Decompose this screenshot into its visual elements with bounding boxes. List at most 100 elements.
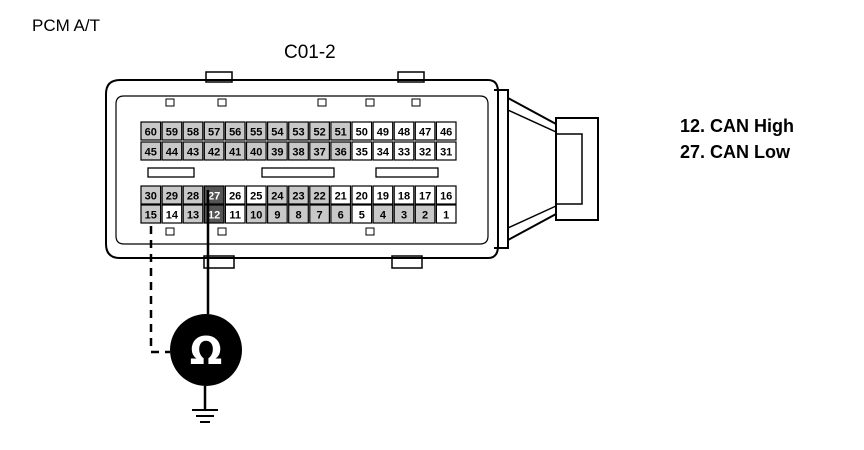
pin-4: 4 (372, 204, 394, 224)
pin-49: 49 (372, 121, 394, 141)
pin-label: 25 (250, 191, 262, 203)
pin-23: 23 (288, 185, 309, 205)
pin-28: 28 (182, 185, 204, 205)
pin-34: 34 (372, 141, 394, 161)
pin-14: 14 (161, 204, 183, 224)
connector-shroud (494, 89, 599, 249)
pin-cell (245, 141, 267, 161)
pin-cell (309, 141, 330, 161)
pin-label: 22 (313, 191, 325, 203)
pin-cell (351, 141, 373, 161)
probe-wires (149, 190, 218, 423)
pin-26: 26 (224, 185, 246, 205)
pin-label: 14 (166, 210, 179, 222)
pin-cell (224, 204, 246, 224)
legend-item-can-high: 12. CAN High (680, 116, 794, 137)
pin-cell (414, 204, 436, 224)
pin-39: 39 (267, 141, 288, 161)
pin-cell (288, 204, 309, 224)
legend-pin-number: 12. (680, 116, 706, 136)
pin-24: 24 (267, 185, 288, 205)
pin-cell (140, 204, 162, 224)
pin-cell (288, 121, 309, 141)
pin-label: 50 (356, 127, 368, 139)
pin-2: 2 (414, 204, 436, 224)
pin-13: 13 (182, 204, 204, 224)
pin-42: 42 (203, 141, 225, 161)
pin-label: 19 (377, 191, 389, 203)
pin-label: 51 (335, 127, 347, 139)
page-title: PCM A/T (32, 16, 101, 35)
pin-cell (161, 141, 183, 161)
pin-label: 55 (250, 127, 262, 139)
pin-40: 40 (245, 141, 267, 161)
pin-label: 7 (317, 210, 323, 222)
pin-cell (393, 141, 415, 161)
pin-label: 52 (313, 127, 325, 139)
pin-cell (309, 185, 330, 205)
pin-label: 29 (166, 191, 178, 203)
pin-cell (182, 121, 204, 141)
pin-36: 36 (330, 141, 352, 161)
pin-48: 48 (393, 121, 415, 141)
pin-56: 56 (224, 121, 246, 141)
pin-label: 36 (335, 147, 347, 159)
pin-label: 6 (338, 210, 344, 222)
pin-label: 24 (271, 191, 284, 203)
pin-label: 10 (250, 210, 262, 222)
legend-pin-number: 27. (680, 142, 706, 162)
pin-cell (267, 121, 288, 141)
pin-59: 59 (161, 121, 183, 141)
pin-cell (203, 141, 225, 161)
pin-32: 32 (414, 141, 436, 161)
pin-cell (435, 141, 457, 161)
pin-label: 60 (145, 127, 157, 139)
pin-label: 37 (313, 147, 325, 159)
pin-cell (224, 141, 246, 161)
pin-25: 25 (245, 185, 267, 205)
pin-cell (330, 185, 352, 205)
pin-cell (330, 141, 352, 161)
pin-cell (288, 185, 309, 205)
pin-label: 33 (398, 147, 410, 159)
pin-label: 20 (356, 191, 368, 203)
pin-58: 58 (182, 121, 204, 141)
pin-label: 48 (398, 127, 410, 139)
pin-label: 5 (359, 210, 365, 222)
pin-cell (309, 121, 330, 141)
pin-label: 26 (229, 191, 241, 203)
legend-signal-name: CAN Low (710, 142, 791, 162)
pin-cell (414, 121, 436, 141)
legend-signal-name: CAN High (710, 116, 795, 136)
pin-label: 8 (295, 210, 301, 222)
pin-cell (245, 204, 267, 224)
pin-label: 31 (440, 147, 452, 159)
pin-47: 47 (414, 121, 436, 141)
pin-label: 34 (377, 147, 390, 159)
pin-31: 31 (435, 141, 457, 161)
pin-label: 47 (419, 127, 431, 139)
pin-46: 46 (435, 121, 457, 141)
pin-label: 56 (229, 127, 241, 139)
pin-15: 15 (140, 204, 162, 224)
pin-cell (372, 185, 394, 205)
pin-label: 44 (166, 147, 179, 159)
pin-cell (330, 121, 352, 141)
pin-cell (330, 204, 352, 224)
pin-18: 18 (393, 185, 415, 205)
pin-label: 49 (377, 127, 389, 139)
pin-16: 16 (435, 185, 457, 205)
pin-9: 9 (267, 204, 288, 224)
pin-11: 11 (224, 204, 246, 224)
pin-54: 54 (267, 121, 288, 141)
pin-label: 30 (145, 191, 157, 203)
pin-label: 17 (419, 191, 431, 203)
pin-cell (393, 185, 415, 205)
pin-cell (351, 121, 373, 141)
pin-cell (245, 121, 267, 141)
pin-cell (161, 121, 183, 141)
pin-19: 19 (372, 185, 394, 205)
pin-50: 50 (351, 121, 373, 141)
